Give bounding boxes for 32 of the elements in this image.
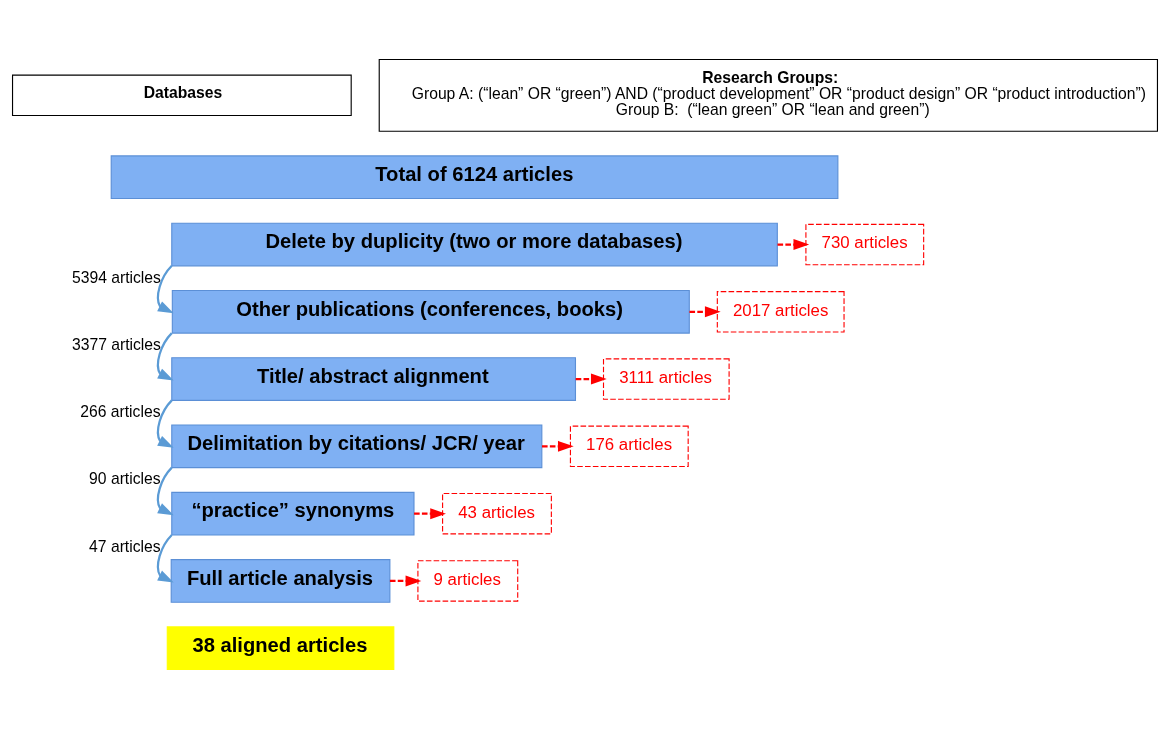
arrow (156, 534, 174, 583)
node-box: 9 articles (417, 560, 519, 602)
node-box: 176 articles (569, 425, 689, 468)
node-box: 2017 articles (716, 291, 845, 333)
node-box: 38 aligned articles (166, 626, 395, 671)
edge-label: 266 articles (80, 403, 161, 421)
node-box: Databases (11, 74, 352, 117)
node-box: Other publications (conferences, books) (171, 289, 690, 334)
node-box: 730 articles (805, 223, 925, 266)
edge-label: 5394 articles (71, 268, 161, 286)
node-box: 3111 articles (602, 358, 730, 400)
node-box: Total of 6124 articles (110, 155, 839, 200)
node-box: Title/ abstract alignment (171, 357, 577, 401)
node-box: Research Groups: Group A: (“lean” OR “green”) AND (“product development” OR “product design” OR “product introduction”) Group B: (“lean green” OR “lean and green”) (378, 58, 1158, 132)
arrow (389, 575, 422, 587)
arrow (542, 440, 574, 452)
node-box: Delete by duplicity (two or more databases) (171, 222, 778, 267)
edge-label: 47 articles (89, 537, 161, 555)
arrow (156, 466, 174, 516)
node-box: 43 articles (442, 492, 552, 535)
edge-label: 90 articles (89, 470, 161, 488)
node-box: Delimitation by citations/ JCR/ year (171, 424, 543, 469)
node-box: “practice” synonyms (171, 491, 415, 536)
arrow (414, 508, 446, 520)
arrow (156, 399, 174, 448)
node-box: Full article analysis (170, 559, 391, 603)
arrow (575, 373, 607, 385)
arrow (777, 239, 810, 250)
arrow (689, 306, 721, 318)
arrow (156, 265, 174, 314)
arrow (156, 332, 174, 381)
edge-label: 3377 articles (71, 335, 161, 353)
